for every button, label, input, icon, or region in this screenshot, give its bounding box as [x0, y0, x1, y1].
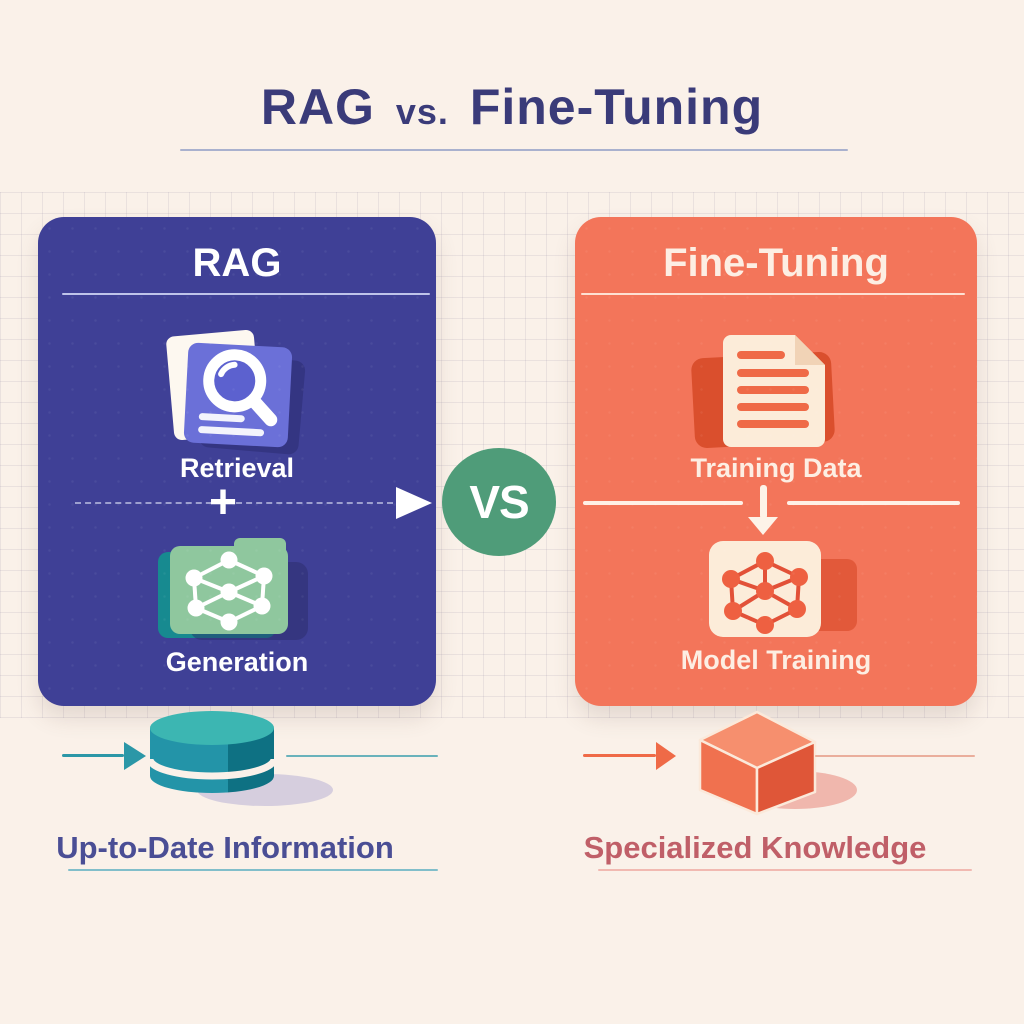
rag-card-title: RAG	[192, 241, 282, 285]
vs-badge: VS	[442, 448, 556, 556]
right-caption-underline	[598, 869, 972, 871]
dashed-connector-line	[75, 502, 393, 504]
fine-tuning-card: Fine-Tuning Training Data	[575, 217, 977, 706]
right-outcome-caption: Specialized Knowledge	[583, 830, 927, 865]
arrow-right-icon	[396, 487, 432, 519]
database-cylinder-icon	[140, 706, 340, 816]
training-document-icon	[687, 329, 852, 459]
page-title: RAG vs. Fine-Tuning	[0, 78, 1024, 136]
title-part-rag: RAG	[260, 79, 375, 135]
network-folder-icon	[156, 530, 316, 650]
teal-arrow-head-icon	[124, 742, 146, 770]
model-training-label: Model Training	[680, 645, 872, 675]
title-underline	[180, 149, 848, 151]
title-part-vs: vs.	[395, 91, 449, 132]
cube-icon	[675, 702, 865, 821]
connector-line-right	[787, 501, 960, 505]
orange-trail-line	[815, 755, 975, 757]
orange-arrow-line	[583, 754, 656, 757]
document-search-icon	[156, 329, 314, 462]
generation-label: Generation	[165, 647, 309, 677]
training-data-label: Training Data	[690, 453, 862, 483]
arrow-down-icon	[760, 485, 767, 519]
connector-line-left	[583, 501, 743, 505]
retrieval-label: Retrieval	[179, 453, 295, 483]
teal-arrow-line	[62, 754, 124, 757]
rag-card-divider	[62, 293, 430, 295]
plus-sign: +	[208, 476, 238, 529]
left-outcome-caption: Up-to-Date Information	[56, 830, 394, 865]
orange-arrow-head-icon	[656, 742, 676, 770]
fine-tuning-card-divider	[581, 293, 965, 295]
arrow-down-head	[748, 517, 778, 535]
rag-card: RAG Retrieval +	[38, 217, 436, 706]
fine-tuning-card-title: Fine-Tuning	[663, 241, 889, 285]
model-network-icon	[697, 537, 862, 647]
teal-trail-line	[286, 755, 438, 757]
vs-text: VS	[469, 476, 529, 528]
left-caption-underline	[68, 869, 438, 871]
title-part-finetuning: Fine-Tuning	[469, 79, 764, 135]
